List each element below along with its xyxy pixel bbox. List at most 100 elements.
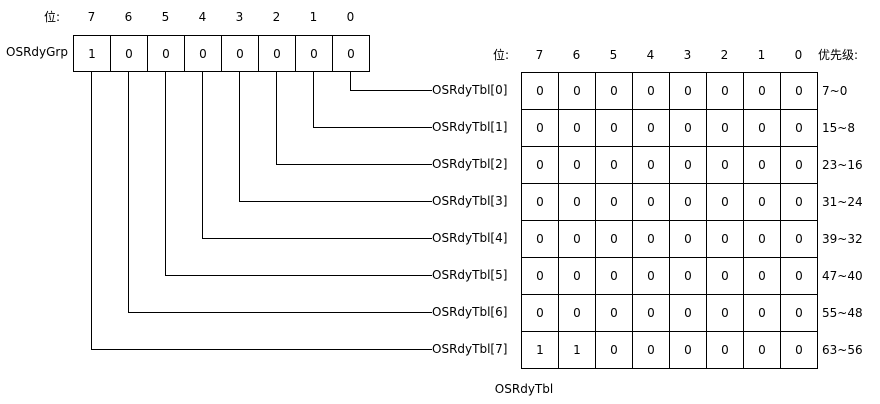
tbl-bit-cell: 0 [558, 183, 596, 221]
tbl-bit-cell: 0 [743, 109, 781, 147]
tbl-bit-cell: 0 [595, 146, 633, 184]
grp-bit-label: 5 [161, 10, 170, 24]
tbl-bit-label: 1 [757, 48, 766, 62]
tbl-bit-cell: 0 [669, 257, 707, 295]
tbl-bit-cell: 0 [558, 294, 596, 332]
connector-line [128, 72, 432, 313]
tbl-bit-cell: 0 [632, 257, 670, 295]
tbl-bit-cell: 0 [743, 294, 781, 332]
tbl-bit-cell: 0 [669, 331, 707, 369]
tbl-bit-label: 2 [720, 48, 729, 62]
tbl-title: OSRdyTbl [494, 382, 554, 396]
tbl-bit-cell: 0 [706, 72, 744, 110]
tbl-bit-cell: 0 [521, 257, 559, 295]
tbl-bit-label: 3 [683, 48, 692, 62]
tbl-bit-label: 4 [646, 48, 655, 62]
tbl-bit-cell: 0 [780, 72, 818, 110]
tbl-row-label: OSRdyTbl[1] [432, 119, 508, 134]
tbl-bit-cell: 0 [706, 257, 744, 295]
connector-line [350, 72, 432, 91]
grp-bit-label: 1 [309, 10, 318, 24]
grp-bit-label: 6 [124, 10, 133, 24]
tbl-bit-label: 6 [572, 48, 581, 62]
priority-range: 39~32 [822, 231, 863, 246]
tbl-bit-label: 0 [794, 48, 803, 62]
tbl-bit-cell: 0 [706, 183, 744, 221]
grp-bit-cell: 0 [184, 35, 222, 72]
tbl-row-label: OSRdyTbl[6] [432, 304, 508, 319]
connector-line [91, 72, 432, 350]
grp-bit-cell: 0 [110, 35, 148, 72]
tbl-bit-label: 5 [609, 48, 618, 62]
tbl-bit-cell: 0 [521, 220, 559, 258]
priority-range: 47~40 [822, 268, 863, 283]
grp-bit-label: 3 [235, 10, 244, 24]
grp-bit-label: 0 [346, 10, 355, 24]
tbl-bit-cell: 0 [706, 294, 744, 332]
tbl-bit-cell: 0 [521, 146, 559, 184]
tbl-bit-cell: 0 [669, 146, 707, 184]
connector-line [239, 72, 432, 202]
grp-bit-label: 7 [87, 10, 96, 24]
tbl-bit-cell: 0 [669, 183, 707, 221]
tbl-bit-cell: 0 [743, 257, 781, 295]
priority-range: 15~8 [822, 120, 855, 135]
tbl-bit-cell: 0 [743, 183, 781, 221]
tbl-bit-cell: 0 [780, 257, 818, 295]
tbl-bit-cell: 0 [521, 72, 559, 110]
tbl-row-label: OSRdyTbl[7] [432, 341, 508, 356]
priority-range: 7~0 [822, 83, 848, 98]
tbl-bit-cell: 0 [743, 72, 781, 110]
priority-range: 63~56 [822, 342, 863, 357]
tbl-bit-cell: 0 [558, 72, 596, 110]
tbl-bit-cell: 0 [706, 146, 744, 184]
tbl-bit-cell: 0 [743, 331, 781, 369]
tbl-bit-cell: 0 [595, 183, 633, 221]
tbl-bit-cell: 0 [521, 294, 559, 332]
tbl-bit-cell: 0 [521, 109, 559, 147]
tbl-bit-cell: 0 [595, 220, 633, 258]
tbl-row-label: OSRdyTbl[5] [432, 267, 508, 282]
grp-bit-label: 2 [272, 10, 281, 24]
tbl-bit-cell: 0 [669, 294, 707, 332]
grp-bit-cell: 0 [147, 35, 185, 72]
tbl-row-label: OSRdyTbl[3] [432, 193, 508, 208]
connector-line [276, 72, 432, 165]
priority-range: 23~16 [822, 157, 863, 172]
grp-bit-cell: 0 [221, 35, 259, 72]
tbl-bit-cell: 0 [743, 220, 781, 258]
tbl-bit-label: 7 [535, 48, 544, 62]
tbl-bit-cell: 0 [632, 146, 670, 184]
tbl-bit-cell: 0 [780, 183, 818, 221]
tbl-bit-cell: 0 [558, 146, 596, 184]
tbl-bit-cell: 0 [780, 331, 818, 369]
tbl-bit-cell: 0 [595, 331, 633, 369]
tbl-bit-cell: 0 [706, 331, 744, 369]
grp-bit-cell: 1 [73, 35, 111, 72]
tbl-row-label: OSRdyTbl[0] [432, 82, 508, 97]
tbl-bit-cell: 0 [558, 220, 596, 258]
grp-bit-prefix: 位: [44, 10, 61, 24]
connector-line [313, 72, 432, 128]
tbl-bit-cell: 0 [632, 331, 670, 369]
tbl-bit-cell: 0 [706, 109, 744, 147]
tbl-bit-cell: 0 [780, 109, 818, 147]
tbl-bit-cell: 0 [669, 220, 707, 258]
tbl-bit-cell: 0 [558, 109, 596, 147]
priority-range: 55~48 [822, 305, 863, 320]
connector-line [165, 72, 432, 276]
connector-line [202, 72, 432, 239]
tbl-bit-cell: 0 [558, 257, 596, 295]
tbl-row-label: OSRdyTbl[4] [432, 230, 508, 245]
tbl-bit-cell: 0 [632, 294, 670, 332]
tbl-bit-prefix: 位: [493, 48, 510, 62]
tbl-row-label: OSRdyTbl[2] [432, 156, 508, 171]
tbl-bit-cell: 0 [595, 72, 633, 110]
grp-bit-cell: 0 [295, 35, 333, 72]
tbl-bit-cell: 0 [669, 72, 707, 110]
tbl-bit-cell: 1 [558, 331, 596, 369]
tbl-bit-cell: 0 [632, 109, 670, 147]
tbl-bit-cell: 0 [632, 183, 670, 221]
tbl-bit-cell: 0 [595, 257, 633, 295]
tbl-bit-cell: 0 [632, 72, 670, 110]
